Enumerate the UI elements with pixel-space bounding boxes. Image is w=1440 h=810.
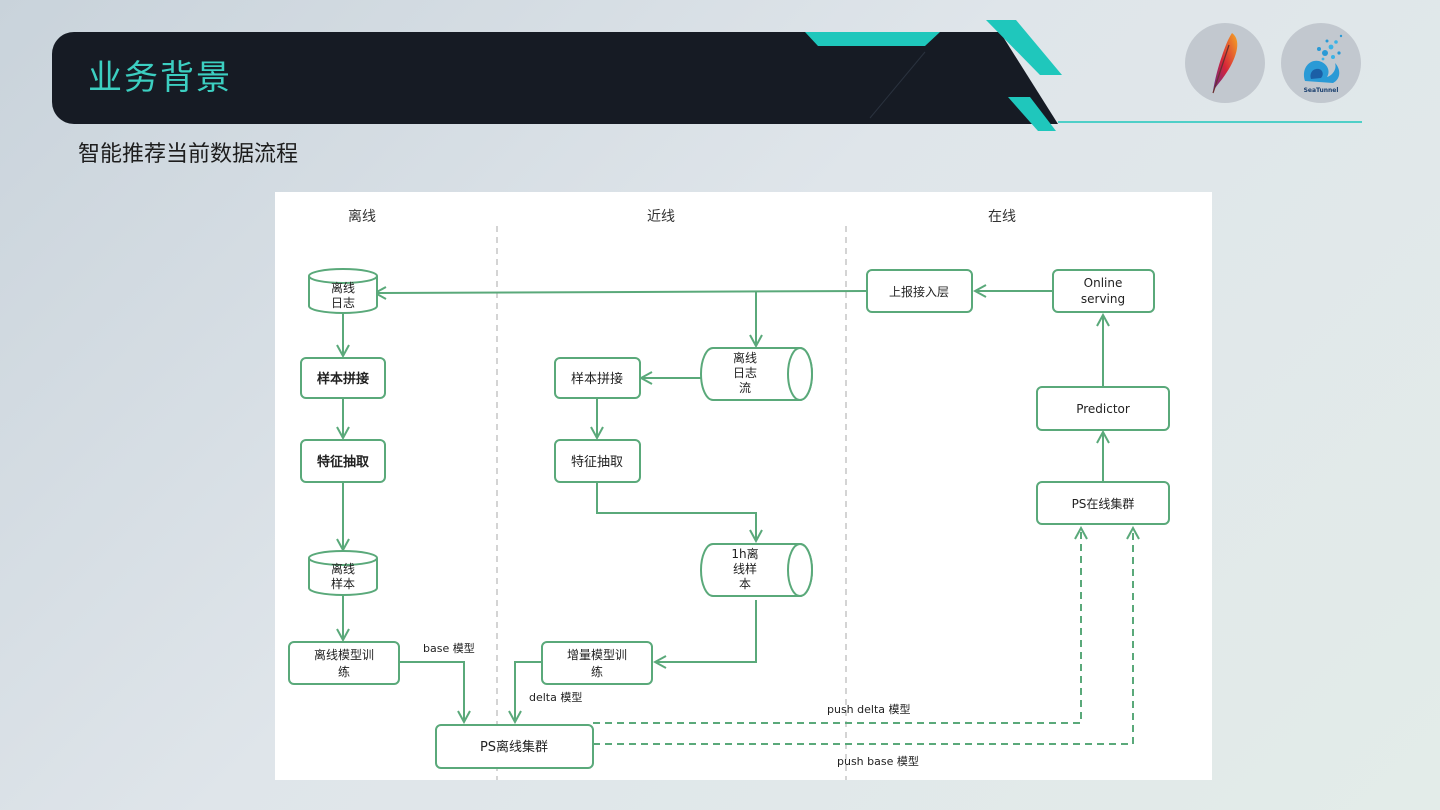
svg-text:线样: 线样: [733, 561, 757, 576]
label-base-model: base 模型: [423, 641, 475, 655]
svg-text:离线: 离线: [331, 561, 355, 576]
svg-text:离线模型训: 离线模型训: [314, 647, 374, 662]
lane-title-offline: 离线: [348, 208, 376, 225]
data-flow-diagram: 离线 近线 在线 base 模型 delta 模型 push delta 模型 …: [275, 192, 1212, 780]
svg-text:样本拼接: 样本拼接: [571, 371, 623, 387]
edge-delta-model: [515, 661, 542, 722]
teal-accent-right: [986, 20, 1062, 75]
node-offline-feature-extract: 特征抽取: [300, 439, 386, 483]
header-diagonal: [869, 51, 926, 119]
label-delta-model: delta 模型: [529, 690, 582, 704]
node-ps-offline-cluster: PS离线集群: [435, 724, 594, 769]
node-online-serving: Online serving: [1052, 269, 1155, 313]
svg-text:日志: 日志: [331, 296, 355, 310]
seatunnel-logo-text: SeaTunnel: [1304, 87, 1339, 94]
node-nearline-feature-extract: 特征抽取: [554, 439, 641, 483]
edge-base-model: [399, 661, 464, 722]
node-predictor: Predictor: [1036, 386, 1170, 431]
lane-title-online: 在线: [988, 209, 1016, 225]
svg-text:PS离线集群: PS离线集群: [480, 739, 548, 755]
svg-text:本: 本: [739, 577, 751, 591]
svg-text:特征抽取: 特征抽取: [571, 455, 623, 470]
label-push-delta: push delta 模型: [827, 702, 911, 716]
svg-text:上报接入层: 上报接入层: [889, 284, 949, 299]
svg-text:样本拼接: 样本拼接: [317, 371, 369, 387]
node-ps-online-cluster: PS在线集群: [1036, 481, 1170, 525]
node-report-access-layer: 上报接入层: [866, 269, 973, 313]
apache-logo: [1185, 23, 1265, 103]
svg-text:PS在线集群: PS在线集群: [1072, 496, 1135, 511]
teal-accent-top: [805, 32, 940, 46]
node-offline-log: 离线 日志: [308, 268, 378, 314]
svg-text:离线: 离线: [733, 350, 757, 365]
node-nearline-log-stream: 离线 日志 流: [700, 347, 813, 401]
svg-text:serving: serving: [1081, 292, 1125, 306]
header-bar: [52, 32, 982, 124]
header-decoration: [805, 20, 1362, 131]
node-incremental-training: 增量模型训 练: [541, 641, 653, 685]
node-offline-training: 离线模型训 练: [288, 641, 400, 685]
svg-text:Online: Online: [1084, 276, 1123, 290]
page-title: 业务背景: [88, 58, 232, 98]
feather-icon: [1212, 33, 1238, 94]
edge-push-base: [593, 528, 1133, 745]
node-offline-sample: 离线 样本: [308, 550, 378, 596]
section-subtitle: 智能推荐当前数据流程: [78, 142, 299, 167]
svg-text:练: 练: [338, 664, 350, 679]
svg-text:1h离: 1h离: [731, 546, 758, 561]
svg-text:Predictor: Predictor: [1076, 402, 1130, 416]
label-push-base: push base 模型: [837, 754, 919, 768]
svg-text:练: 练: [591, 664, 603, 679]
node-offline-sample-join: 样本拼接: [300, 357, 386, 399]
edge-1h-sample-to-incremental: [655, 600, 757, 662]
svg-text:特征抽取: 特征抽取: [317, 454, 370, 470]
edge-report-to-offline-log: [375, 291, 868, 293]
svg-text:日志: 日志: [733, 366, 757, 380]
header-tail: [960, 32, 1058, 124]
svg-text:离线: 离线: [331, 280, 355, 295]
lane-title-nearline: 近线: [647, 209, 675, 225]
svg-text:样本: 样本: [331, 576, 355, 591]
teal-accent-bottom: [1008, 97, 1056, 131]
edge-push-delta: [593, 528, 1081, 724]
svg-text:流: 流: [739, 381, 751, 395]
node-nearline-sample-join: 样本拼接: [554, 357, 641, 399]
node-nearline-1h-sample: 1h离 线样 本: [700, 543, 813, 597]
svg-text:增量模型训: 增量模型训: [567, 648, 627, 662]
seatunnel-icon: SeaTunnel: [1304, 34, 1343, 94]
seatunnel-logo: SeaTunnel: [1281, 23, 1361, 103]
edge-feature-to-1h-sample: [596, 482, 756, 541]
